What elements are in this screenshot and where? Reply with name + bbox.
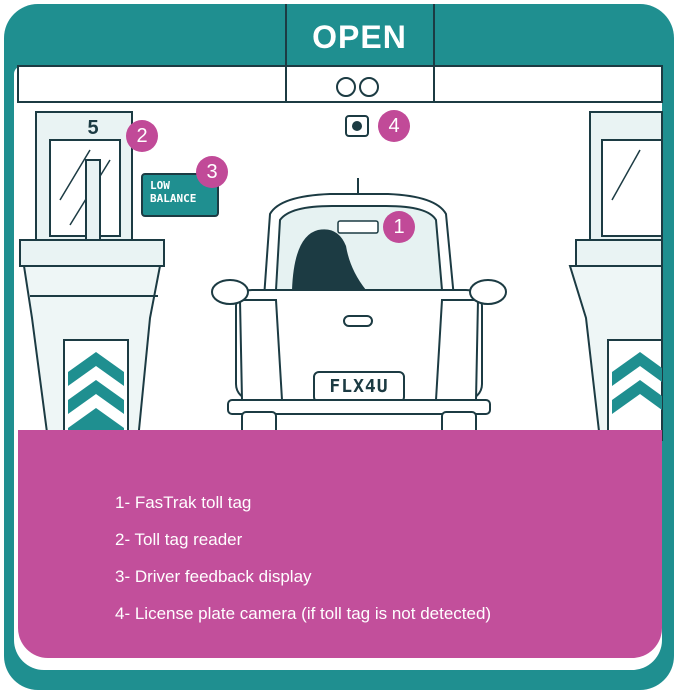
legend-item-fastrak-tag: 1- FasTrak toll tag — [115, 484, 491, 521]
feedback-display-line-2: BALANCE — [150, 193, 196, 205]
legend-list: 1- FasTrak toll tag 2- Toll tag reader 3… — [115, 484, 491, 632]
gantry-light-left — [337, 78, 355, 96]
car-rear-view — [212, 178, 506, 442]
marker-1: 1 — [383, 211, 415, 243]
camera-lens — [352, 121, 362, 131]
gantry-light-right — [360, 78, 378, 96]
legend-item-feedback-display: 3- Driver feedback display — [115, 558, 491, 595]
license-plate-text: FLX4U — [318, 376, 400, 400]
legend-panel: 1- FasTrak toll tag 2- Toll tag reader 3… — [18, 430, 662, 658]
lane-number: 5 — [78, 117, 108, 141]
legend-item-tag-reader: 2- Toll tag reader — [115, 521, 491, 558]
left-toll-booth — [20, 112, 164, 440]
fastrak-toll-tag — [338, 221, 378, 233]
legend-item-plate-camera: 4- License plate camera (if toll tag is … — [115, 595, 491, 632]
right-toll-booth — [570, 112, 662, 440]
feedback-display-line-1: LOW — [150, 180, 170, 192]
marker-2: 2 — [126, 120, 158, 152]
marker-4: 4 — [378, 110, 410, 142]
open-sign: OPEN — [287, 12, 432, 62]
marker-3: 3 — [196, 156, 228, 188]
